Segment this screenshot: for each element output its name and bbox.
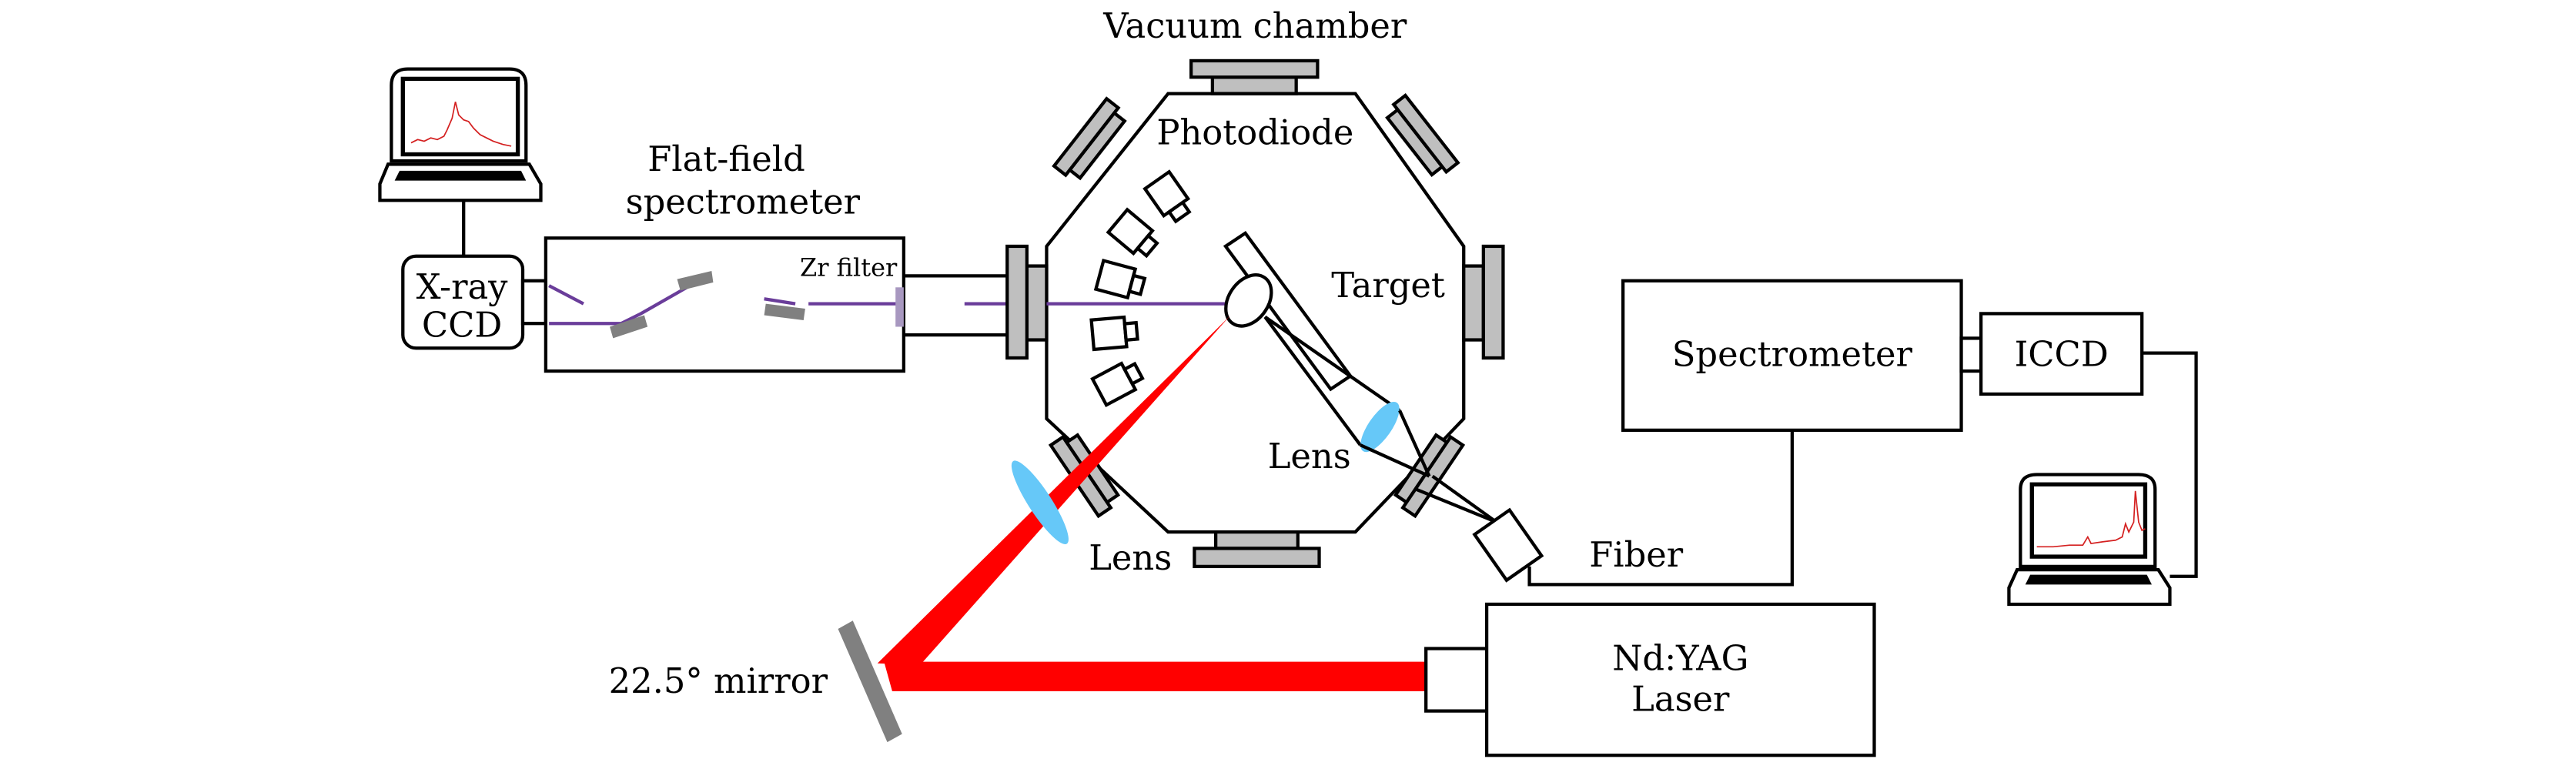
- fiber-cable: [1527, 430, 1794, 587]
- flat-field-title-2: spectrometer: [626, 181, 861, 222]
- laser-label-2: Laser: [1631, 679, 1730, 720]
- flat-field-title-1: Flat-field: [647, 139, 805, 179]
- screen-plot-trace-icon: [2036, 490, 2146, 548]
- port-left-neck: [1025, 264, 1049, 342]
- port-top-neck: [1210, 75, 1298, 95]
- flat-field-spectrometer: Zr filter: [544, 236, 905, 373]
- grating-1: [610, 315, 648, 339]
- inner-lens-label: Lens: [1268, 436, 1351, 476]
- fiber-coupler: [1472, 507, 1544, 583]
- port-bottom-neck: [1214, 530, 1300, 550]
- laptop-keyboard-icon: [2025, 574, 2152, 585]
- laser-label-1: Nd:YAG: [1612, 637, 1748, 678]
- laser-body: [1484, 602, 1876, 757]
- iccd-computer: [2007, 473, 2172, 607]
- grating-3: [764, 303, 805, 320]
- outer-lens-label: Lens: [1089, 537, 1172, 578]
- xray-path-segment: [764, 297, 796, 306]
- plasma-spot: [1224, 273, 1273, 328]
- screen-plot-trace-icon: [410, 102, 512, 147]
- iccd-box: [1979, 312, 2144, 396]
- spectrometer-label: Spectrometer: [1672, 334, 1913, 375]
- laptop-keyboard-icon: [394, 170, 527, 181]
- iccd-camera: ICCD: [1979, 312, 2144, 396]
- xray-ccd: X-ray CCD: [401, 254, 547, 350]
- iccd-computer-cable: [2142, 351, 2198, 578]
- fiber-ray: [1415, 487, 1497, 524]
- vacuum-chamber: Photodiode Target: [1005, 59, 1505, 569]
- spectrometer-tube: [903, 274, 1008, 337]
- port-bottom-flange: [1193, 547, 1321, 569]
- laptop-base: [378, 162, 543, 202]
- fiber-label: Fiber: [1589, 534, 1684, 575]
- xray-path-segment: [548, 284, 584, 306]
- inner-lens: [1360, 401, 1400, 453]
- optical-spectrometer: Spectrometer: [1621, 279, 1983, 432]
- xray-computer: [378, 67, 543, 202]
- collection-ray: [1263, 316, 1362, 446]
- laser-beam-horizontal: [884, 661, 1427, 692]
- photodiode-2: [1106, 207, 1159, 259]
- port-right-neck: [1462, 264, 1485, 342]
- spectrometer-box: [1621, 279, 1963, 432]
- laptop-screen: [2029, 482, 2148, 559]
- zr-filter-label: Zr filter: [800, 252, 898, 282]
- fiber-ray: [1431, 474, 1498, 524]
- grating-2: [677, 270, 714, 291]
- vacuum-chamber-title: Vacuum chamber: [1102, 5, 1407, 46]
- photodiode-3: [1093, 258, 1147, 300]
- ndyag-laser: Nd:YAG Laser: [1424, 602, 1876, 757]
- iccd-label: ICCD: [2015, 334, 2109, 375]
- collection-ray: [1359, 443, 1430, 478]
- laser-beam-focused: [877, 315, 1231, 665]
- photodiode-1: [1142, 169, 1192, 224]
- port-upper-left: [1052, 96, 1127, 181]
- spectrometer-iccd-connector: [1959, 336, 1983, 373]
- xray-ccd-label-1: X-ray: [417, 266, 509, 307]
- xray-ccd-label-2: CCD: [422, 304, 502, 345]
- zr-filter: [895, 287, 904, 327]
- photodiode-4: [1089, 315, 1139, 352]
- outer-lens: [1011, 460, 1069, 544]
- collection-ray: [1263, 315, 1401, 413]
- mirror-label: 22.5° mirror: [609, 660, 828, 701]
- xray-ccd-connector: [520, 279, 547, 326]
- photodiode-label: Photodiode: [1156, 112, 1353, 153]
- port-right-flange: [1481, 244, 1505, 360]
- port-upper-right: [1385, 92, 1460, 177]
- laser-head: [1424, 647, 1489, 713]
- mirror-22-5: [838, 620, 902, 743]
- collection-ray: [1398, 410, 1431, 477]
- port-top-flange: [1189, 59, 1320, 79]
- photodiode-5: [1090, 361, 1145, 407]
- target-label: Target: [1331, 265, 1445, 306]
- port-left-flange: [1005, 244, 1029, 360]
- target-plate: [1223, 230, 1353, 392]
